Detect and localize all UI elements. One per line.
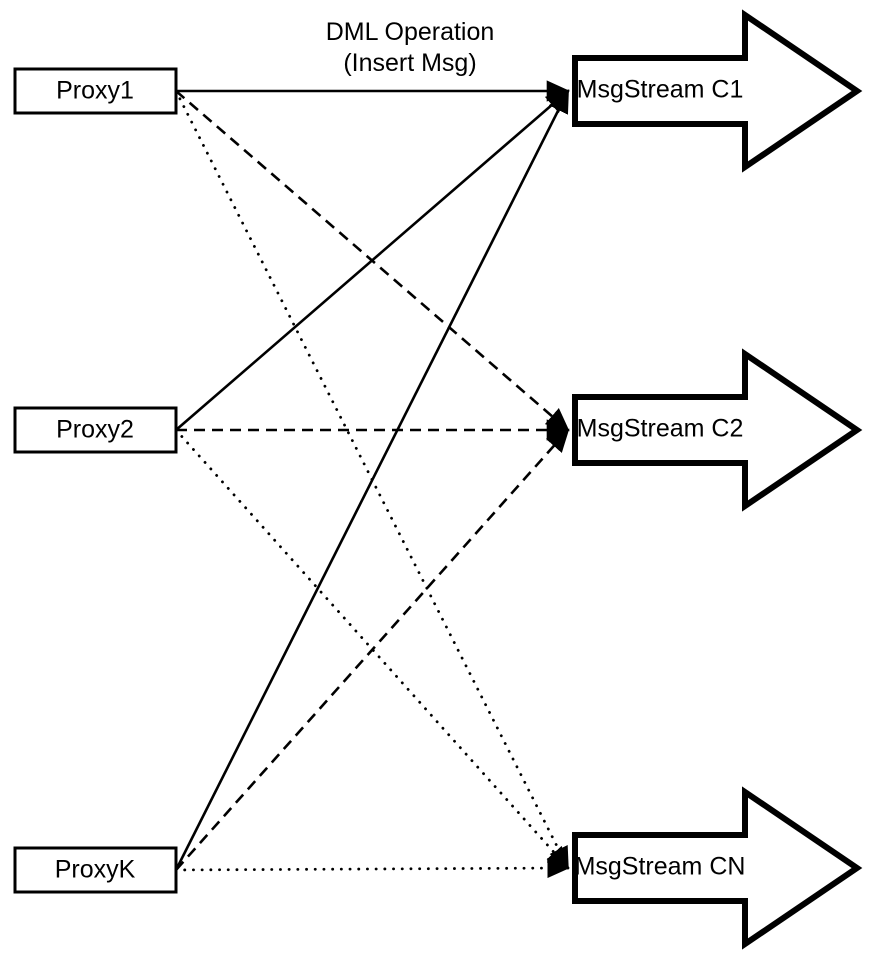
msgstream-targets-layer: MsgStream C1 MsgStream C2 MsgStream CN [572, 9, 863, 950]
insert-msg-caption-line2: (Insert Msg) [343, 49, 476, 77]
block-arrow-shape [572, 786, 863, 950]
proxy-label: Proxy2 [56, 416, 134, 444]
proxy-node-proxy2[interactable]: Proxy2 [13, 406, 178, 454]
proxy-label: ProxyK [55, 856, 136, 884]
msgstream-arrow-msgstream-cn[interactable]: MsgStream CN [572, 786, 863, 950]
proxy-box-shape [13, 846, 178, 894]
edges-layer [174, 80, 571, 879]
proxy-box-shape [13, 406, 178, 454]
stream-label: MsgStream C2 [577, 415, 744, 443]
dml-operation-caption-line1: DML Operation [326, 18, 495, 46]
edge-proxyk-to-c1 [174, 89, 570, 871]
proxy-label: Proxy1 [56, 77, 134, 105]
edge-proxyk-to-cn [174, 858, 570, 879]
proxy-box-shape [13, 67, 178, 115]
proxy-node-proxy1[interactable]: Proxy1 [13, 67, 178, 115]
edge-proxyk-to-c2 [175, 428, 570, 871]
block-arrow-shape [572, 348, 863, 512]
edge-caption-group: DML Operation (Insert Msg) [326, 18, 495, 77]
stream-label: MsgStream C1 [577, 76, 744, 104]
edge-proxy2-to-c1 [175, 89, 570, 431]
proxy-node-proxyk[interactable]: ProxyK [13, 846, 178, 894]
block-arrow-shape [572, 9, 863, 173]
stream-label: MsgStream CN [575, 853, 746, 881]
msgstream-arrow-msgstream-c2[interactable]: MsgStream C2 [572, 348, 863, 512]
msgstream-arrow-msgstream-c1[interactable]: MsgStream C1 [572, 9, 863, 173]
